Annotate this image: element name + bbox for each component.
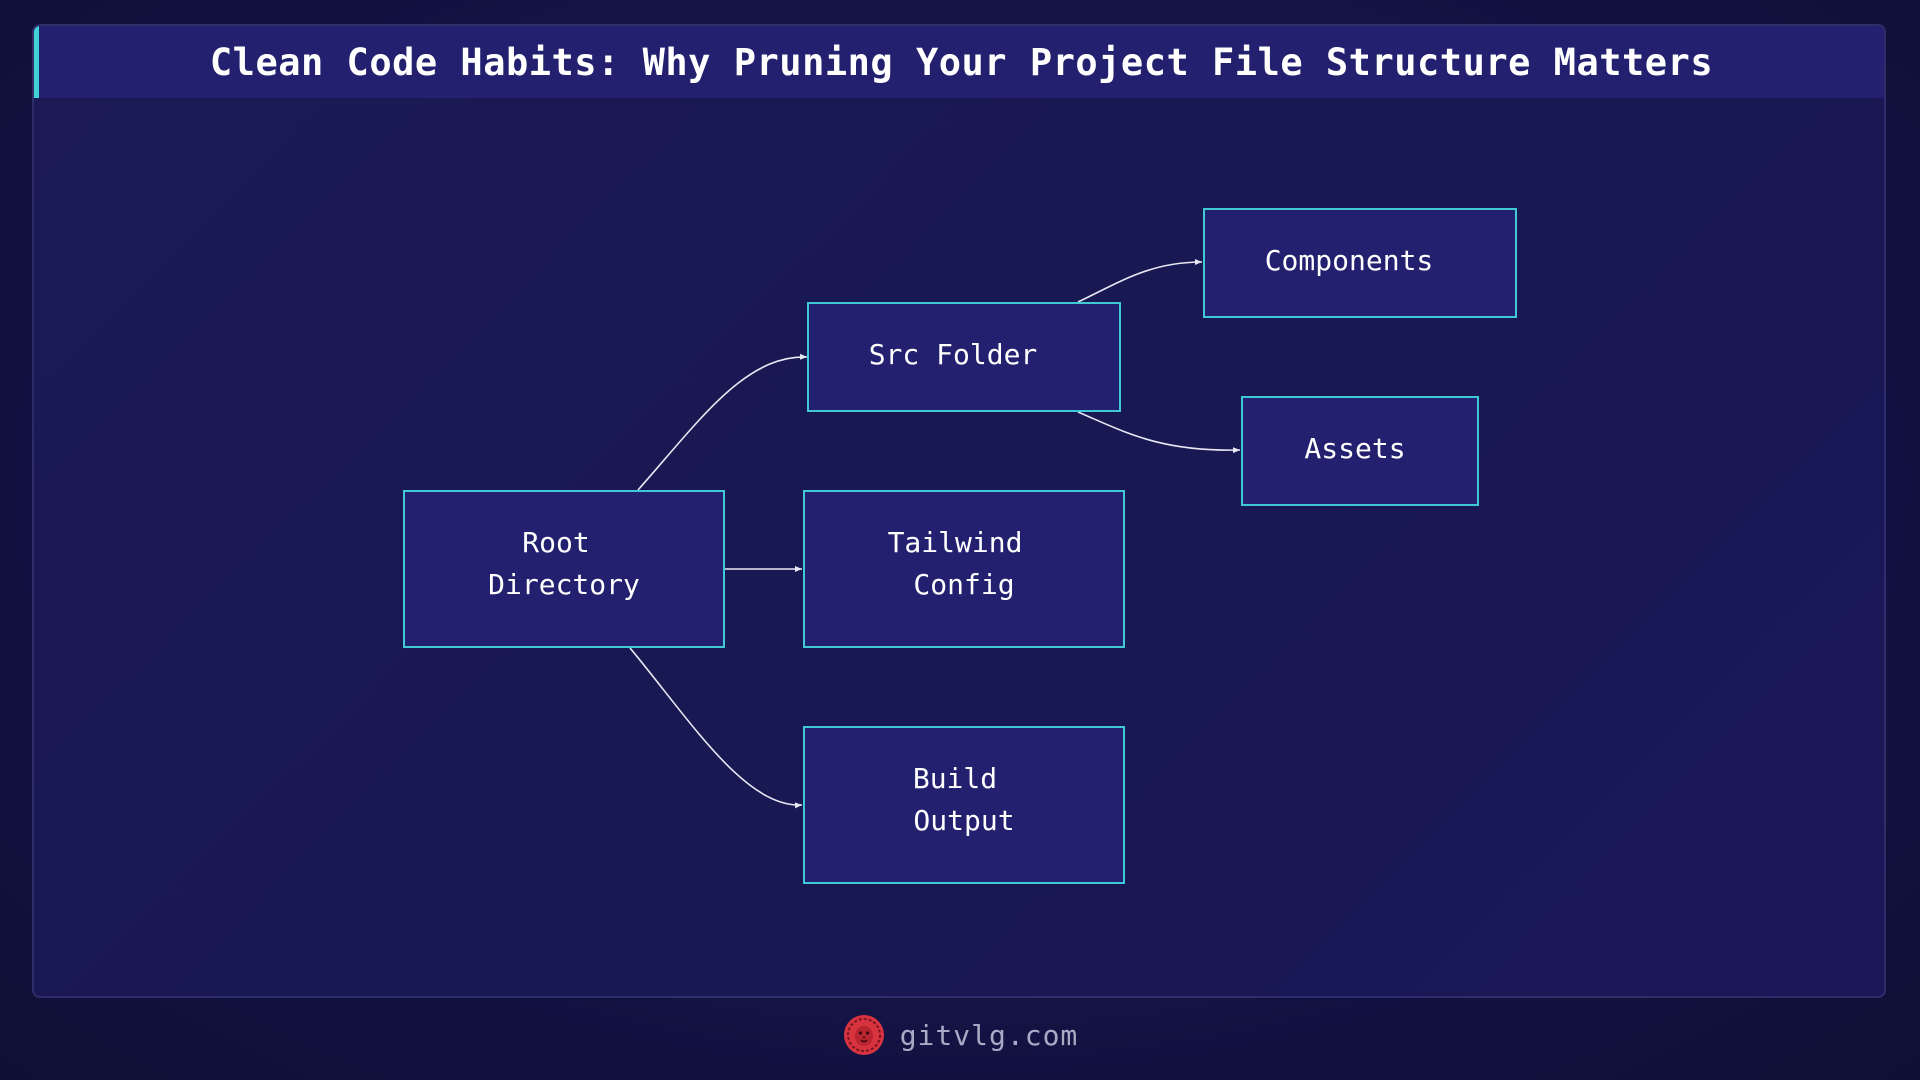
node-src-folder: Src Folder (807, 302, 1121, 412)
page-title: Clean Code Habits: Why Pruning Your Proj… (209, 40, 1714, 84)
node-build-output: Build Output (803, 726, 1125, 884)
node-tailwind-config-line-2: Config (913, 568, 1014, 601)
footer-site-link[interactable]: gitvlg.com (899, 1018, 1079, 1052)
node-components: Components (1203, 208, 1517, 318)
node-root-directory-line-2: Directory (488, 568, 640, 601)
node-build-output-line-2: Output (913, 804, 1014, 837)
node-assets-label: Assets (1304, 432, 1405, 465)
edge-src-to-components (1077, 259, 1203, 303)
node-components-label: Components (1265, 244, 1434, 277)
node-root-directory: Root Directory (403, 490, 725, 648)
title-bar: Clean Code Habits: Why Pruning Your Proj… (34, 26, 1884, 98)
node-src-folder-label: Src Folder (869, 338, 1038, 371)
node-root-directory-line-1: Root (522, 526, 589, 559)
edge-root-to-build (629, 647, 803, 809)
node-tailwind-config: Tailwind Config (803, 490, 1125, 648)
node-tailwind-config-line-1: Tailwind (888, 526, 1023, 559)
footer: gitvlg.com (0, 1010, 1920, 1060)
node-assets: Assets (1241, 396, 1479, 506)
node-build-output-line-1: Build (913, 762, 997, 795)
edge-root-to-src (637, 353, 808, 491)
lion-head-icon (843, 1015, 884, 1055)
edge-src-to-assets (1077, 411, 1241, 454)
